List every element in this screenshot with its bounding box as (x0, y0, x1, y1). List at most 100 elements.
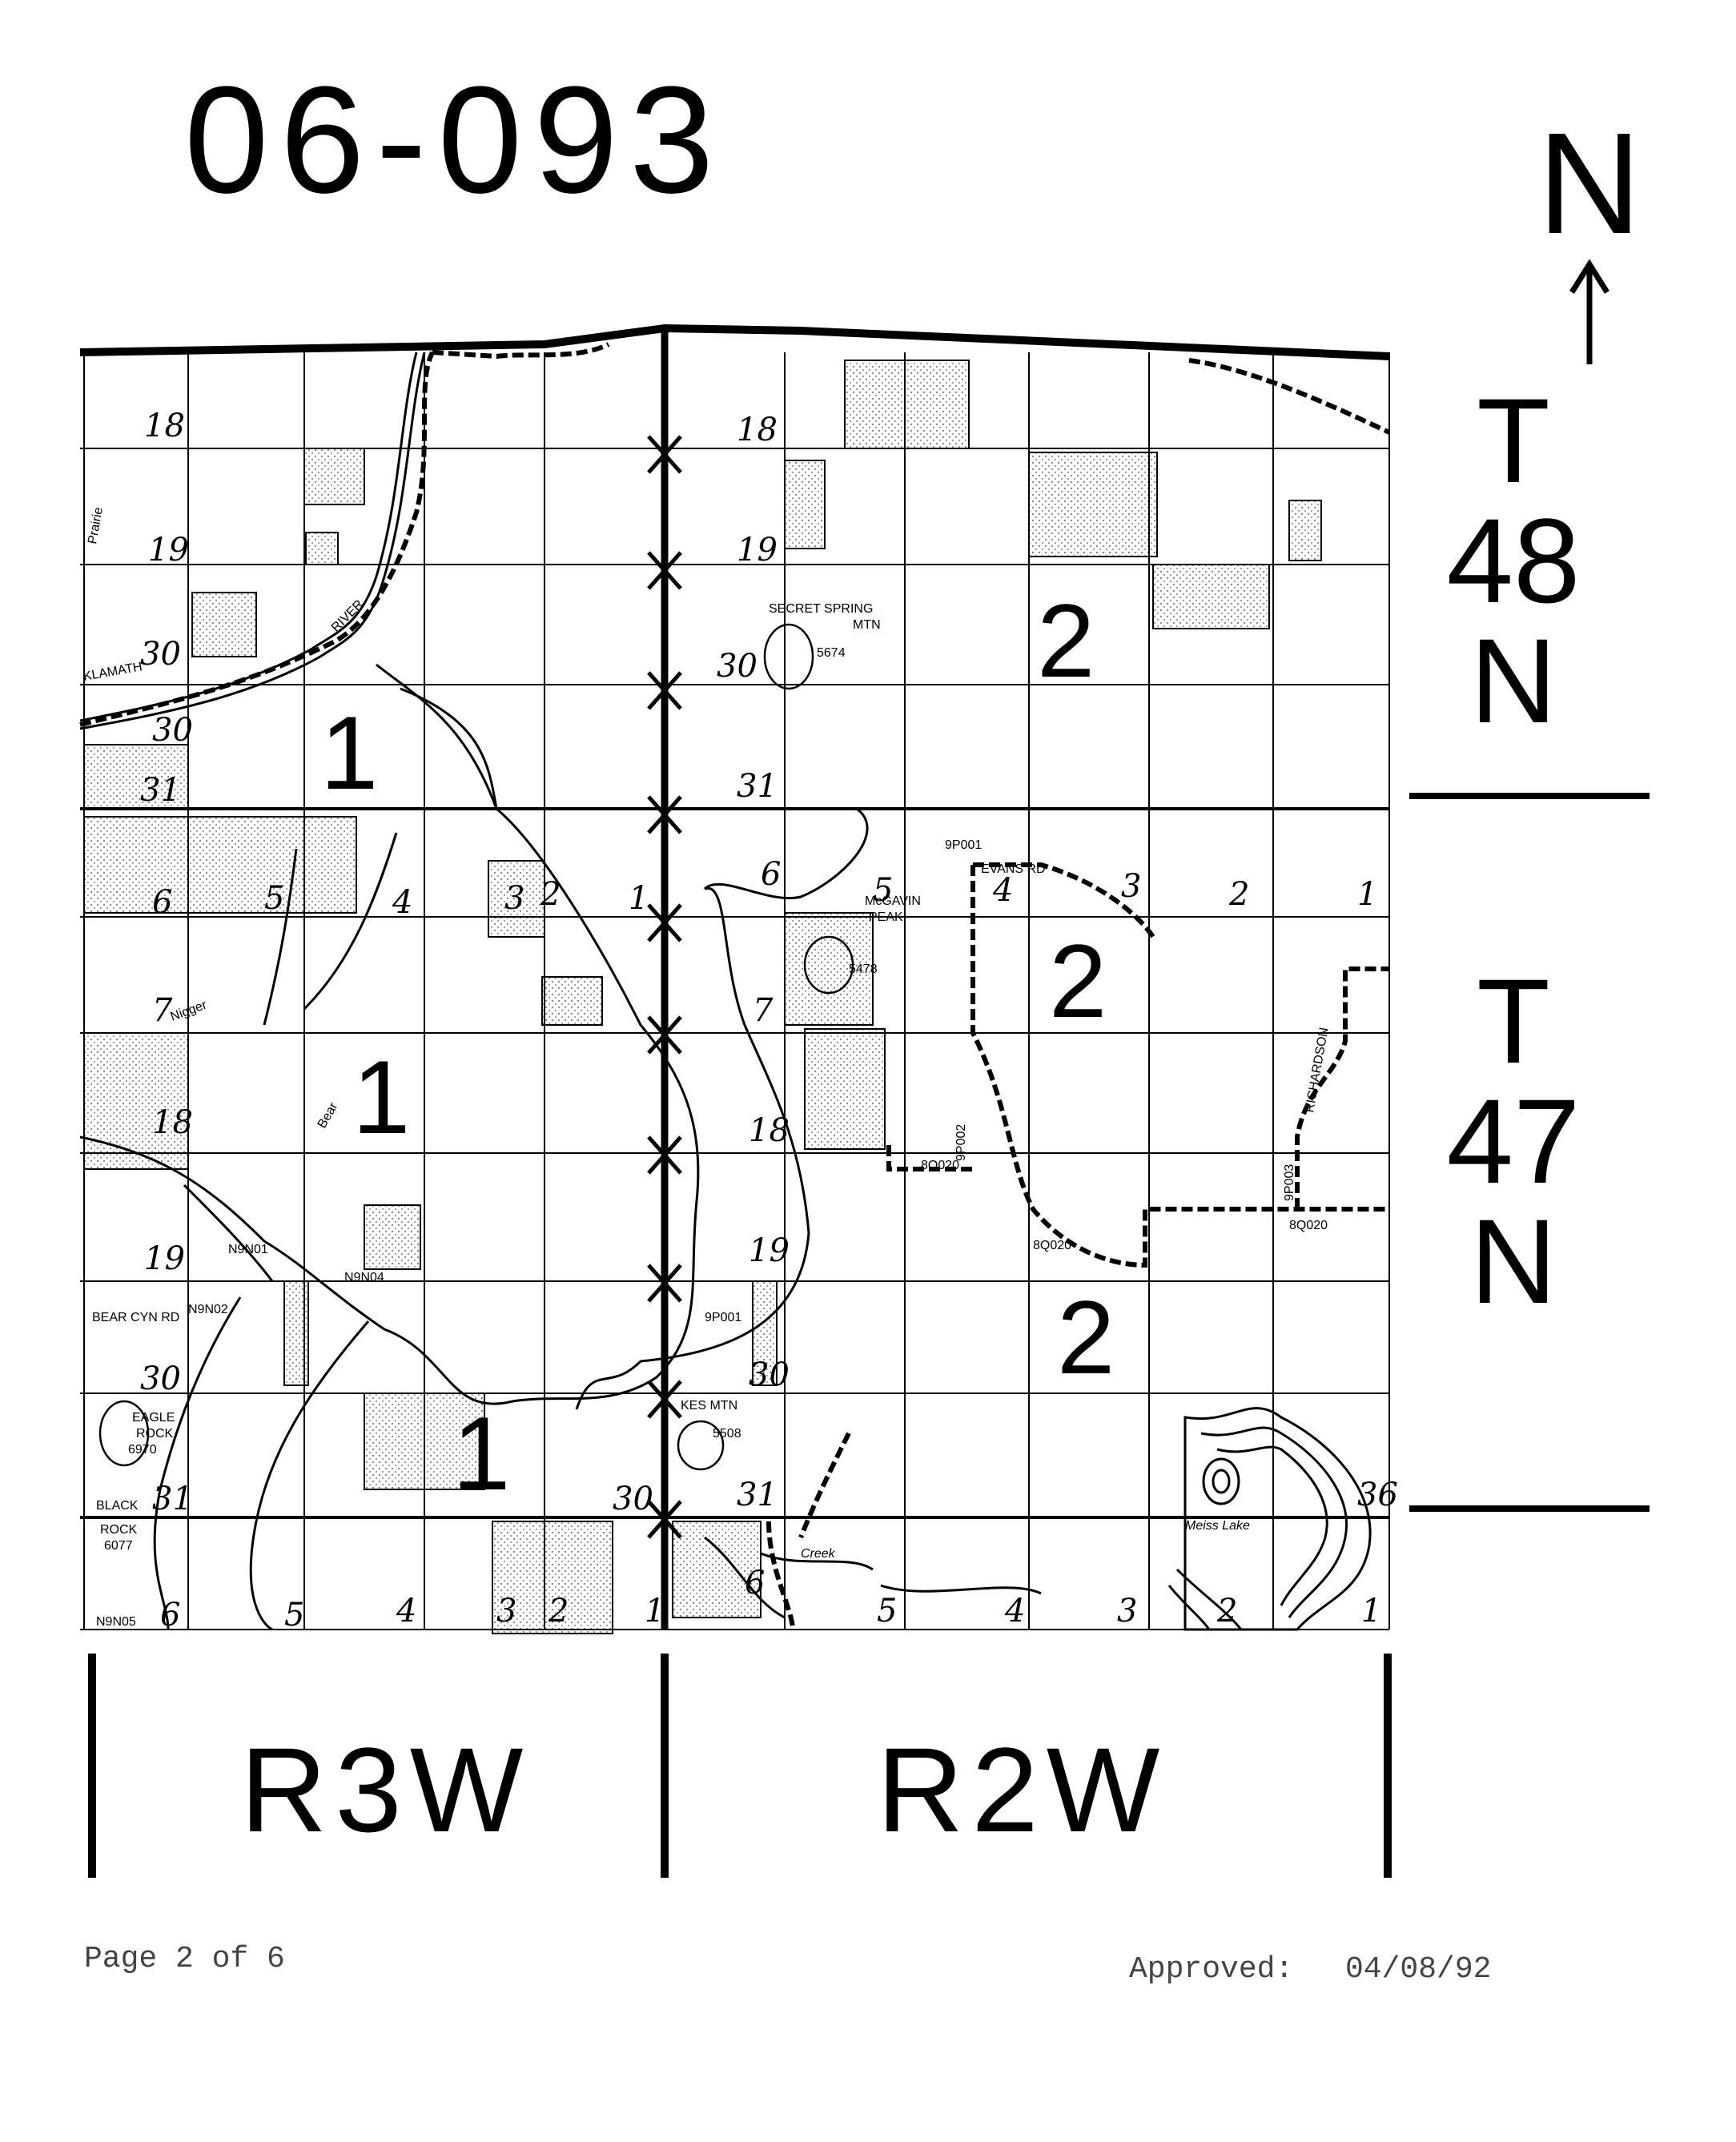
section-number: 4 (396, 1593, 416, 1630)
township-dir: N (1469, 1194, 1557, 1328)
section-number: 5 (284, 1597, 304, 1634)
zone-label: 2 (1049, 922, 1107, 1039)
road-code: 9P002 (954, 1124, 968, 1161)
meiss-lake (1167, 1407, 1372, 1631)
feature-label: McGAVIN (865, 894, 921, 908)
feature-label: Bear (315, 1100, 341, 1131)
road-code: 9P003 (1283, 1164, 1296, 1201)
road-code: 8Q020 (921, 1159, 959, 1172)
peaks (98, 623, 854, 1471)
section-number: 6 (160, 1597, 180, 1634)
section-number: 7 (753, 992, 774, 1029)
section-number: 6 (745, 1565, 765, 1601)
range-bar (88, 1654, 96, 1878)
section-number: 5 (264, 880, 284, 917)
section-number: 2 (548, 1593, 569, 1630)
feature-label: 5674 (817, 646, 846, 660)
township-dir: N (1469, 613, 1557, 748)
section-number: 30 (140, 1360, 181, 1397)
feature-label: ROCK (136, 1427, 174, 1441)
feature-label: ROCK (100, 1523, 138, 1537)
section-number: 4 (992, 872, 1013, 909)
road-code: 9P001 (945, 838, 982, 852)
waterways (79, 352, 1042, 1631)
section-number: 3 (496, 1593, 516, 1630)
feature-label: Creek (801, 1547, 836, 1561)
zone-label: 1 (320, 694, 378, 811)
road-code: 8Q020 (1289, 1219, 1328, 1232)
approved-date: 04/08/92 (1345, 1952, 1492, 1987)
section-number: 2 (1228, 876, 1249, 913)
zone-label: 2 (1037, 582, 1095, 699)
section-number: 30 (613, 1481, 653, 1517)
township-number: 47 (1446, 1074, 1581, 1208)
roads (79, 342, 1391, 1630)
feature-label: SECRET SPRING (769, 602, 873, 616)
zone-label: 2 (1057, 1279, 1115, 1396)
feature-label: RIVER (329, 597, 367, 635)
feature-label: RICHARDSON (1303, 1027, 1331, 1114)
range-line-x-marks (647, 435, 682, 1539)
section-number: 30 (749, 1356, 790, 1393)
section-number: 1 (1357, 876, 1377, 913)
road-code: N9N01 (228, 1243, 268, 1256)
feature-label: BEAR CYN RD (92, 1311, 179, 1324)
section-number: 31 (737, 768, 778, 805)
section-number: 3 (504, 880, 524, 917)
section-number: 18 (737, 412, 778, 448)
private-parcels (83, 360, 1322, 1634)
section-number: 1 (629, 880, 649, 917)
north-boundary (79, 324, 1390, 360)
feature-label: PEAK (869, 910, 903, 924)
section-number: 31 (737, 1477, 778, 1513)
feature-label: 5478 (849, 962, 878, 976)
township-t: T (1477, 373, 1550, 508)
section-number: 30 (717, 648, 757, 685)
section-number: 18 (749, 1112, 790, 1149)
section-number: 4 (1004, 1593, 1025, 1630)
section-number: 2 (1216, 1593, 1237, 1630)
section-number: 30 (140, 636, 181, 673)
section-number: 30 (152, 712, 193, 749)
section-number: 19 (144, 1240, 185, 1277)
township-divider (1409, 793, 1650, 799)
section-number: 6 (152, 884, 172, 921)
section-number: 19 (148, 532, 189, 569)
section-number: 5 (873, 872, 893, 909)
approved-label: Approved: (1129, 1952, 1294, 1987)
section-number: 36 (1357, 1477, 1398, 1513)
feature-label: BLACK (96, 1499, 139, 1513)
feature-label: Prairie (86, 506, 106, 545)
section-number: 7 (152, 992, 173, 1029)
township-divider-lower (1409, 1505, 1650, 1512)
north-arrow: N (1529, 112, 1650, 368)
section-number: 3 (1121, 868, 1141, 905)
north-arrow-icon (1569, 259, 1609, 364)
section-number: 4 (392, 884, 412, 921)
township-t47n: T 47 N (1433, 961, 1593, 1321)
section-grid (80, 352, 1390, 1630)
feature-label: MTN (853, 618, 881, 632)
section-number: 1 (1361, 1593, 1381, 1630)
road-code: N9N04 (344, 1271, 384, 1284)
section-number: 5 (877, 1593, 897, 1630)
township-t48n: T 48 N (1433, 380, 1593, 741)
page-number: Page 2 of 6 (84, 1942, 285, 1976)
section-number: 2 (540, 876, 561, 913)
township-t: T (1477, 954, 1550, 1088)
section-number: 6 (761, 856, 781, 893)
range-bar (661, 1654, 669, 1878)
range-r2w: R2W (877, 1722, 1168, 1857)
feature-label: 6077 (104, 1539, 133, 1553)
road-code: 9P001 (705, 1311, 741, 1324)
feature-label: 6970 (128, 1443, 157, 1457)
zone-label: 1 (452, 1395, 510, 1512)
zone-label: 1 (352, 1039, 410, 1155)
section-number: 1 (645, 1593, 665, 1630)
section-number: 31 (152, 1481, 193, 1517)
feature-label: EAGLE (132, 1411, 175, 1425)
north-letter: N (1537, 103, 1642, 264)
section-number: 3 (1117, 1593, 1137, 1630)
feature-label: 5508 (713, 1427, 741, 1441)
road-code: N9N02 (188, 1303, 228, 1316)
